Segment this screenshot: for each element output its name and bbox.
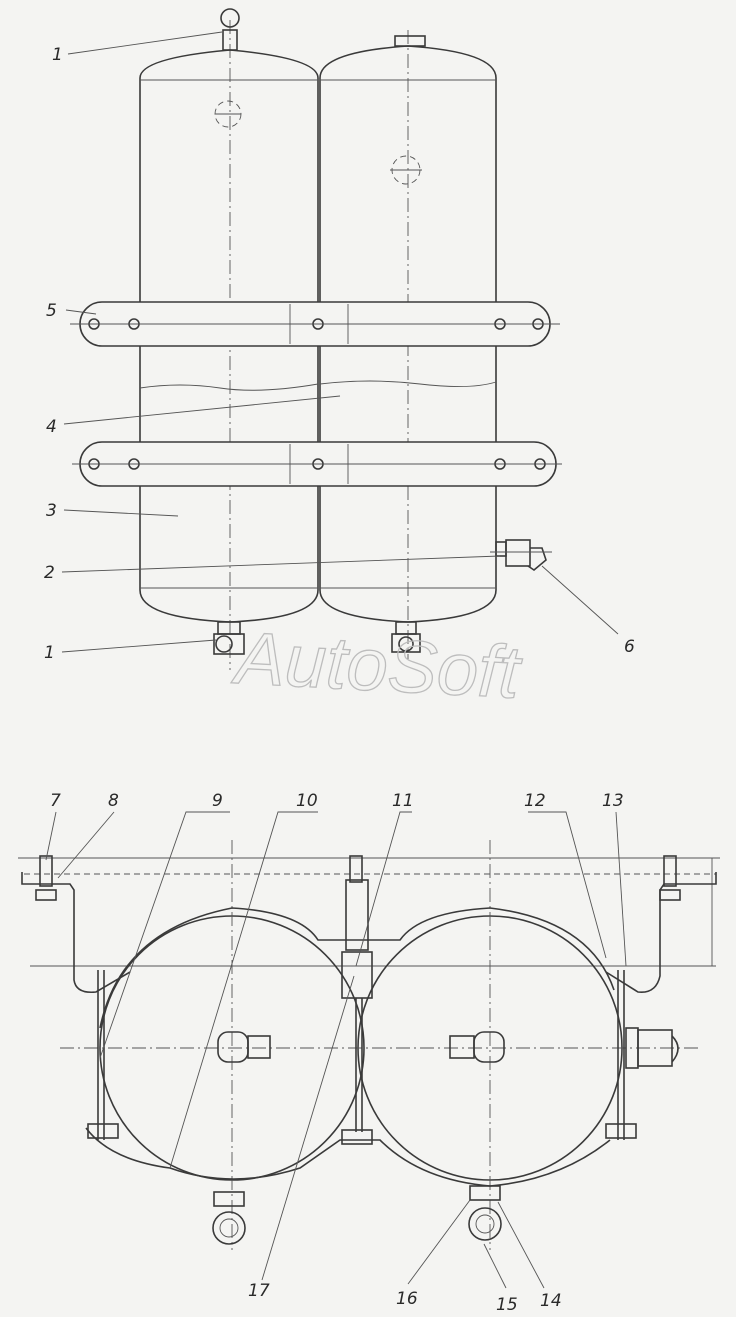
callout-11: 11 [392,791,414,811]
upper-strap [70,301,560,347]
callout-15: 15 [496,1295,518,1315]
callout-1-bottom: 1 [44,643,55,663]
lower-strap [72,441,562,487]
callout-13: 13 [602,791,624,811]
callout-6: 6 [624,637,635,657]
callout-8: 8 [108,791,119,811]
callout-5: 5 [46,301,57,321]
section-view [18,811,720,1289]
callout-9: 9 [212,791,223,811]
callout-16: 16 [396,1289,418,1309]
callout-2: 2 [44,563,55,583]
callout-1-top: 1 [52,45,63,65]
watermark: AutoSoft [230,616,525,714]
callout-17: 17 [248,1281,270,1301]
callout-7: 7 [50,791,61,811]
callout-12: 12 [524,791,546,811]
callout-3: 3 [46,501,57,521]
callout-10: 10 [296,791,318,811]
side-view [61,8,619,670]
callout-14: 14 [540,1291,562,1311]
callout-4: 4 [46,417,57,437]
